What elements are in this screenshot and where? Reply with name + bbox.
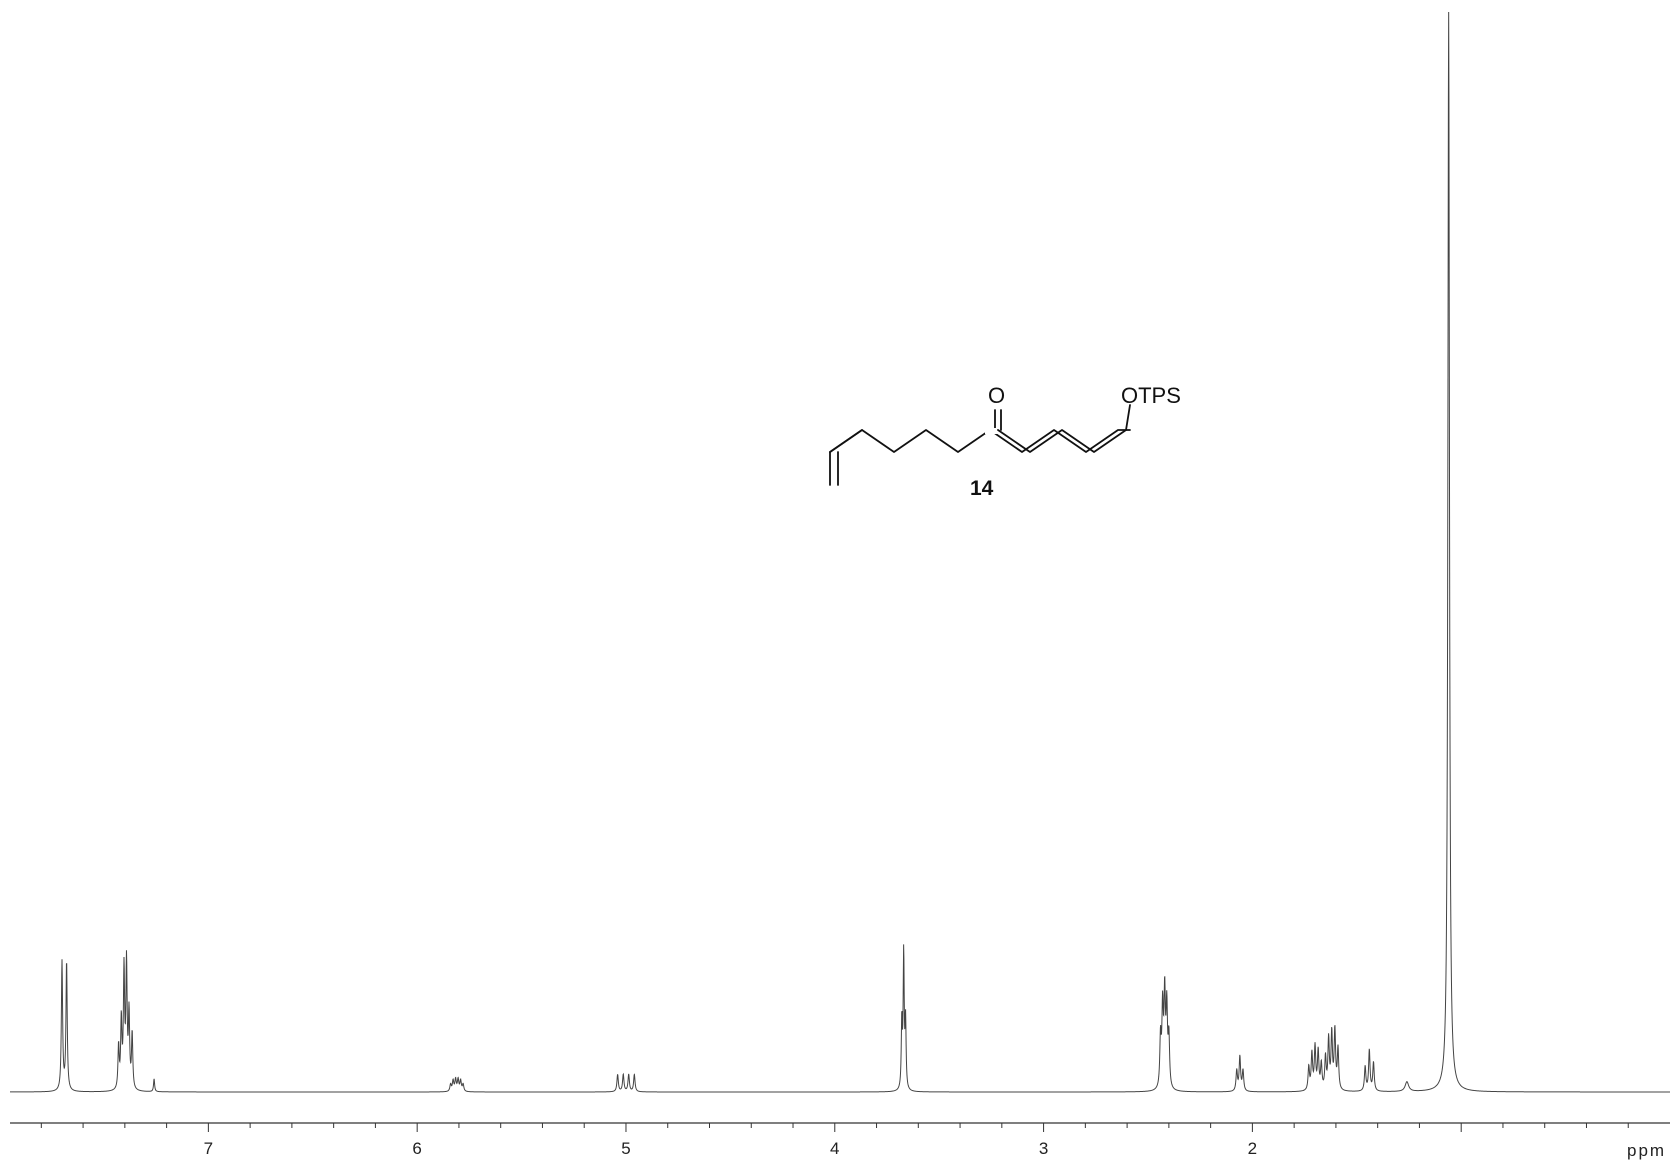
x-tick-label: 4 bbox=[830, 1139, 839, 1158]
compound-number-label: 14 bbox=[970, 477, 994, 500]
x-tick-label: 6 bbox=[412, 1139, 421, 1158]
chain-right bbox=[997, 404, 1131, 453]
x-axis-unit-label: ppm bbox=[1627, 1141, 1666, 1160]
x-tick-label: 5 bbox=[621, 1139, 630, 1158]
x-tick-label: 7 bbox=[204, 1139, 213, 1158]
alkene-to-chain-bond bbox=[829, 429, 863, 453]
x-tick-label: 3 bbox=[1039, 1139, 1048, 1158]
chemical-structure-14 bbox=[829, 409, 1131, 486]
carbonyl-oxygen-label: O bbox=[988, 383, 1005, 408]
carbonyl-mask bbox=[985, 428, 999, 434]
x-tick-label: 2 bbox=[1248, 1139, 1257, 1158]
otps-group-label: OTPS bbox=[1121, 383, 1181, 408]
alkyl-chain-left bbox=[829, 429, 1131, 453]
spectrum-line bbox=[10, 11, 1670, 1093]
spectrum-trace-group bbox=[10, 11, 1670, 1093]
x-axis-ticks: 7 6 5 4 3 2 bbox=[40, 1123, 1629, 1158]
